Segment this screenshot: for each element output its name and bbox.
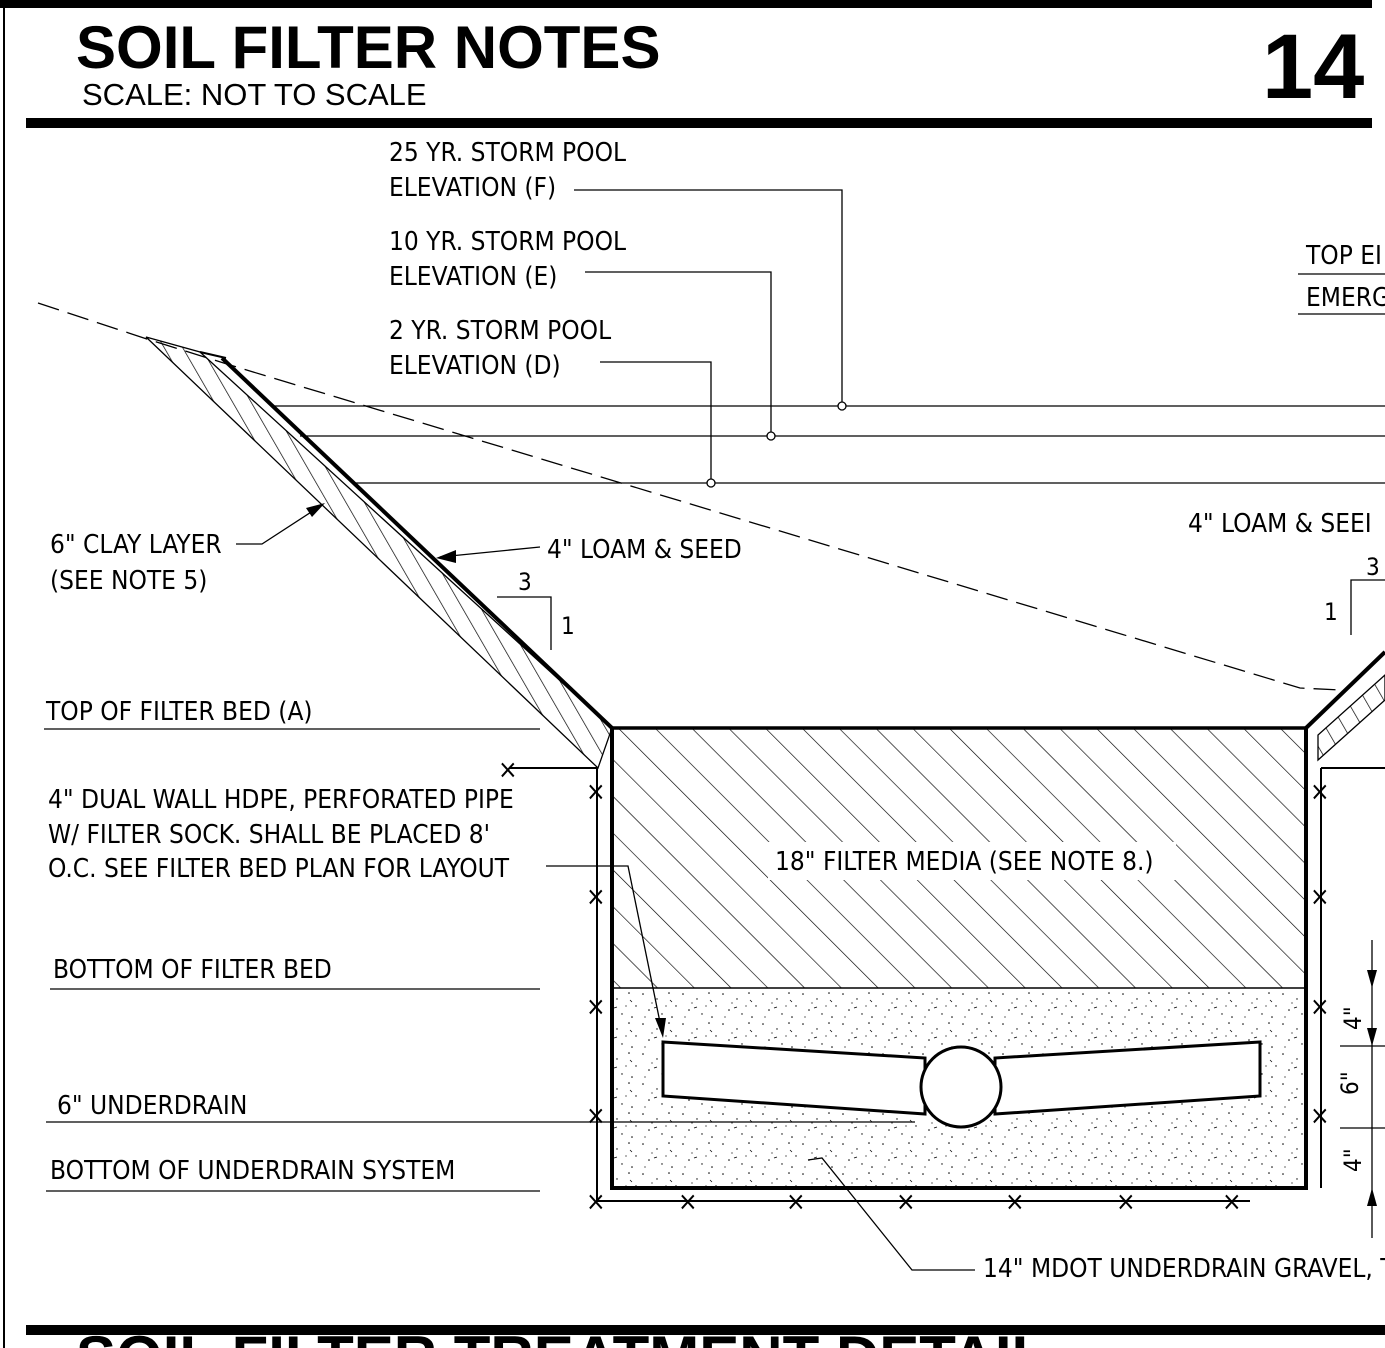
page-title: SOIL FILTER NOTES <box>76 14 660 81</box>
slope-symbol-right <box>1350 579 1385 635</box>
storm2-label-line1: 2 YR. STORM POOL <box>389 316 611 346</box>
loam-cap-left <box>199 351 227 359</box>
svg-text:×: × <box>586 777 606 807</box>
svg-text:×: × <box>1005 1187 1025 1217</box>
storm10-label-line2: ELEVATION (E) <box>389 262 557 292</box>
pipe-note-line3: O.C. SEE FILTER BED PLAN FOR LAYOUT <box>48 854 510 884</box>
filter-media-label-mask <box>768 842 1176 880</box>
pipe-note-arrowhead <box>655 1018 666 1038</box>
storm2-leader <box>600 361 712 483</box>
storm10-label-line1: 10 YR. STORM POOL <box>389 227 626 257</box>
filter-fabric-right: × × × × <box>1310 767 1385 1188</box>
storm25-marker <box>837 401 847 411</box>
pipe-note-line1: 4" DUAL WALL HDPE, PERFORATED PIPE <box>48 785 514 815</box>
scale-note: SCALE: NOT TO SCALE <box>82 77 427 112</box>
clay-layer-arrowhead <box>306 503 325 517</box>
next-title-partial: SOIL FILTER TREATMENT DETAIL <box>76 1324 1048 1348</box>
clay-layer-label-line2: (SEE NOTE 5) <box>50 566 207 596</box>
svg-text:×: × <box>586 1101 606 1131</box>
storm10-marker <box>766 431 776 441</box>
slope-rise-right: 1 <box>1324 598 1338 626</box>
loam-line-left <box>220 356 614 730</box>
top-filter-bed-label: TOP OF FILTER BED (A) <box>45 697 313 727</box>
pipe-wing-right <box>993 1040 1262 1116</box>
pipe-note-leader <box>546 865 663 1033</box>
svg-text:×: × <box>1116 1187 1136 1217</box>
loam-seed-left-leader <box>439 546 541 558</box>
svg-text:×: × <box>586 992 606 1022</box>
dimension-4in-upper: 4" <box>1339 1006 1367 1030</box>
pipe-note-line2: W/ FILTER SOCK. SHALL BE PLACED 8' <box>48 820 490 850</box>
svg-text:×: × <box>586 882 606 912</box>
slope-symbol-left <box>497 596 552 650</box>
gravel-leader <box>807 1157 975 1271</box>
storm25-label-line1: 25 YR. STORM POOL <box>389 138 626 168</box>
svg-text:×: × <box>586 1187 606 1217</box>
filter-basin-outline <box>610 728 1308 1190</box>
filter-fabric-bottom: × × × × × × × <box>586 1187 1250 1217</box>
slope-run-right: 3 <box>1366 553 1380 581</box>
storm25-label-line2: ELEVATION (F) <box>389 173 556 203</box>
loam-line-right <box>1304 650 1385 730</box>
svg-text:×: × <box>786 1187 806 1217</box>
slope-run-left: 3 <box>518 568 532 596</box>
svg-text:×: × <box>1310 882 1330 912</box>
slope-rise-left: 1 <box>561 612 575 640</box>
underdrain-label: 6" UNDERDRAIN <box>57 1091 247 1121</box>
loam-seed-right-label: 4" LOAM & SEEI <box>1188 509 1372 539</box>
svg-text:×: × <box>1222 1187 1242 1217</box>
bottom-underdrain-label: BOTTOM OF UNDERDRAIN SYSTEM <box>50 1156 455 1186</box>
dimension-string <box>1340 940 1385 1238</box>
storm25-leader <box>574 189 843 406</box>
filter-fabric-left: × × × × × <box>498 755 606 1200</box>
svg-text:×: × <box>678 1187 698 1217</box>
gravel-label: 14" MDOT UNDERDRAIN GRAVEL, T <box>983 1254 1385 1284</box>
clay-layer-leader <box>236 504 323 545</box>
svg-text:×: × <box>1310 992 1330 1022</box>
svg-text:×: × <box>1310 777 1330 807</box>
top-emergency-label-line1: TOP EI <box>1305 241 1382 271</box>
clay-layer-right <box>1317 674 1385 762</box>
clay-layer-label-line1: 6" CLAY LAYER <box>50 530 222 560</box>
storm2-label-line2: ELEVATION (D) <box>389 351 561 381</box>
bottom-filter-bed-label: BOTTOM OF FILTER BED <box>53 955 332 985</box>
svg-text:×: × <box>896 1187 916 1217</box>
loam-seed-left-label: 4" LOAM & SEED <box>547 535 742 565</box>
svg-text:×: × <box>498 755 518 785</box>
dimension-6in: 6" <box>1336 1071 1364 1095</box>
top-emergency-label-line2: EMERGI <box>1306 283 1385 313</box>
dimension-4in-lower: 4" <box>1339 1148 1367 1172</box>
pipe-wing-left <box>661 1040 927 1116</box>
storm10-leader <box>585 271 772 436</box>
underdrain-pipe-circle <box>919 1045 1003 1129</box>
filter-media-label: 18" FILTER MEDIA (SEE NOTE 8.) <box>775 847 1154 877</box>
sheet-number: 14 <box>1262 16 1364 118</box>
existing-grade-line <box>37 302 1341 691</box>
loam-seed-left-arrowhead <box>436 550 456 563</box>
svg-text:×: × <box>1310 1101 1330 1131</box>
storm2-marker <box>706 478 716 488</box>
